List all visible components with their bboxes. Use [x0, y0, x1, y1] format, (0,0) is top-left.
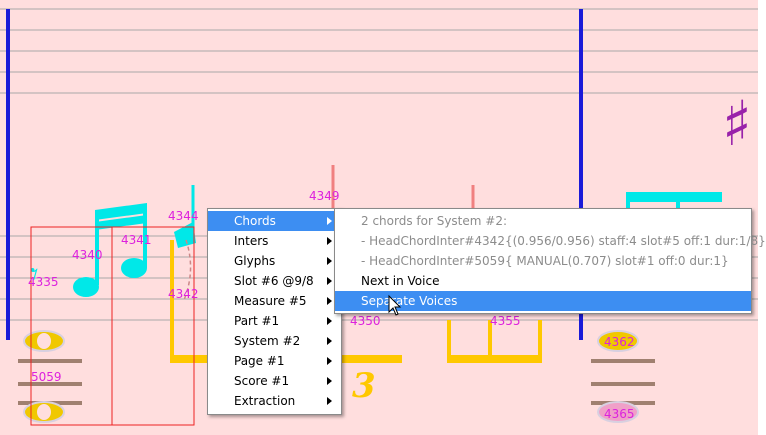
- submenu-item-chord-4342: - HeadChordInter#4342{(0.956/0.956) staf…: [335, 231, 766, 251]
- menu-item-inters[interactable]: Inters: [208, 231, 341, 251]
- whole-note-holes: [37, 333, 51, 420]
- submenu-item-chord-5059: - HeadChordInter#5059{ MANUAL(0.707) slo…: [335, 251, 751, 271]
- menu-item-system[interactable]: System #2: [208, 331, 341, 351]
- menu-item-label: Part #1: [234, 314, 280, 328]
- submenu-arrow-icon: [327, 257, 332, 265]
- id-label-4340: 4340: [72, 248, 103, 262]
- submenu-item-separate-voices[interactable]: Separate Voices: [335, 291, 751, 311]
- id-label-4344: 4344: [168, 209, 199, 223]
- selection-boxes: [30, 226, 195, 426]
- menu-item-label: Page #1: [234, 354, 285, 368]
- submenu-arrow-icon: [327, 297, 332, 305]
- menu-item-label: Slot #6 @9/8: [234, 274, 314, 288]
- menu-item-measure[interactable]: Measure #5: [208, 291, 341, 311]
- menu-item-label: System #2: [234, 334, 301, 348]
- submenu-arrow-icon: [327, 377, 332, 385]
- submenu-item-label: Separate Voices: [361, 294, 458, 308]
- submenu-arrow-icon: [327, 277, 332, 285]
- menu-item-glyphs[interactable]: Glyphs: [208, 251, 341, 271]
- id-label-4342: 4342: [168, 287, 199, 301]
- submenu-header: 2 chords for System #2:: [335, 211, 751, 231]
- stems: [331, 165, 475, 210]
- submenu-arrow-icon: [327, 317, 332, 325]
- id-label-4350: 4350: [350, 314, 381, 328]
- eighth-rest: 𝄾: [30, 255, 39, 293]
- submenu-item-label: - HeadChordInter#5059{ MANUAL(0.707) slo…: [361, 254, 729, 268]
- menu-item-label: Chords: [234, 214, 276, 228]
- id-label-4365: 4365: [604, 407, 635, 421]
- id-label-4349: 4349: [309, 189, 340, 203]
- tuplet-number: 3: [352, 366, 376, 406]
- menu-item-score[interactable]: Score #1: [208, 371, 341, 391]
- link-dashed: [183, 239, 192, 301]
- menu-item-chords[interactable]: Chords: [208, 211, 341, 231]
- id-label-4355: 4355: [490, 314, 521, 328]
- chords-submenu: 2 chords for System #2: - HeadChordInter…: [334, 208, 766, 314]
- context-menu: Chords Inters Glyphs Slot #6 @9/8 Measur…: [207, 208, 342, 415]
- id-label-5059: 5059: [31, 370, 62, 384]
- menu-item-label: Extraction: [234, 394, 296, 408]
- submenu-header-label: 2 chords for System #2:: [361, 214, 508, 228]
- submenu-arrow-icon: [327, 237, 332, 245]
- submenu-arrow-icon: [327, 337, 332, 345]
- menu-item-page[interactable]: Page #1: [208, 351, 341, 371]
- submenu-item-label: - HeadChordInter#4342{(0.956/0.956) staf…: [361, 234, 766, 248]
- id-label-4341: 4341: [121, 233, 152, 247]
- id-label-4335: 4335: [28, 275, 59, 289]
- menu-item-label: Measure #5: [234, 294, 307, 308]
- submenu-item-next-in-voice[interactable]: Next in Voice: [335, 271, 751, 291]
- menu-item-label: Score #1: [234, 374, 290, 388]
- menu-item-label: Glyphs: [234, 254, 276, 268]
- submenu-arrow-icon: [327, 357, 332, 365]
- submenu-arrow-icon: [327, 397, 332, 405]
- id-label-4362: 4362: [604, 335, 635, 349]
- submenu-arrow-icon: [327, 217, 332, 225]
- menu-item-slot[interactable]: Slot #6 @9/8: [208, 271, 341, 291]
- menu-item-extraction[interactable]: Extraction: [208, 391, 341, 411]
- sharp-sign: ♯: [722, 87, 752, 160]
- mouse-pointer-icon: [388, 294, 402, 316]
- submenu-item-label: Next in Voice: [361, 274, 440, 288]
- menu-item-part[interactable]: Part #1: [208, 311, 341, 331]
- right-beam: [626, 192, 722, 212]
- menu-item-label: Inters: [234, 234, 269, 248]
